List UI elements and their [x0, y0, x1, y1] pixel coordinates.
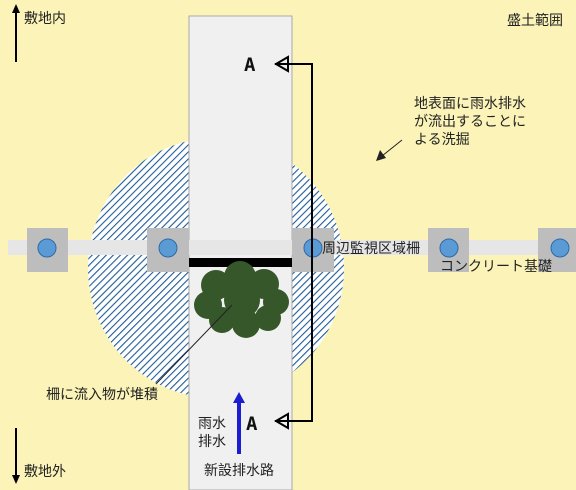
erosion-note-line-2: が流出することに	[414, 114, 526, 130]
debris-pile	[194, 261, 289, 338]
inside-site-label: 敷地内	[24, 11, 66, 27]
erosion-note-line-3: よる洗掘	[414, 132, 470, 148]
erosion-leader-line	[381, 139, 403, 157]
fence-post-2	[158, 238, 178, 258]
section-mark-bottom: A	[246, 413, 258, 435]
arrow-outside-site-icon	[12, 428, 20, 484]
erosion-leader-arrowhead	[376, 150, 386, 161]
fence-post-1	[37, 238, 57, 258]
section-mark-top: A	[244, 54, 256, 76]
embankment-area-label: 盛土範囲	[507, 13, 563, 29]
section-line-a-a	[274, 55, 313, 430]
rainwater-drain-label-2: 排水	[198, 434, 226, 450]
rainwater-flow-arrow-icon	[233, 392, 245, 454]
new-drainage-channel-label: 新設排水路	[204, 463, 274, 479]
outside-site-label: 敷地外	[24, 464, 66, 480]
debris-leader-line	[155, 304, 233, 385]
fence-post-5	[550, 238, 570, 258]
arrow-inside-site-icon	[12, 4, 20, 62]
rainwater-drain-label-1: 雨水	[198, 416, 226, 432]
debris-note-label: 柵に流入物が堆積	[46, 387, 158, 403]
fence-post-4	[439, 238, 459, 258]
concrete-foundation-label: コンクリート基礎	[440, 259, 552, 275]
fence-label: 周辺監視区域柵	[322, 241, 420, 257]
erosion-note-line-1: 地表面に雨水排水	[414, 96, 526, 112]
